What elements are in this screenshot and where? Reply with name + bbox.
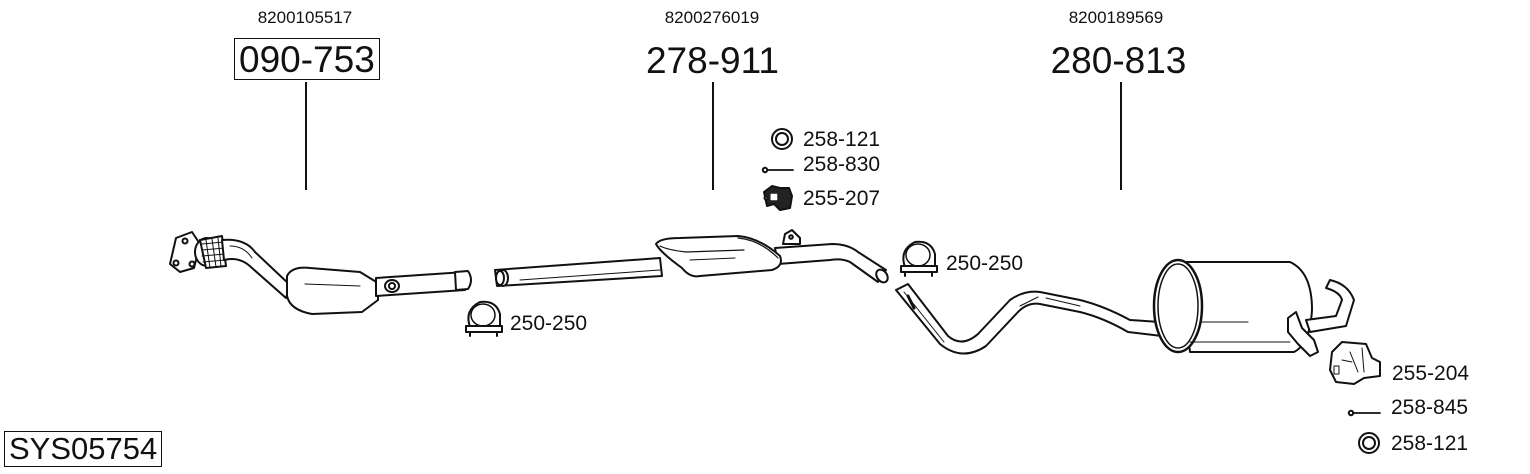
ring-gasket-icon-2[interactable]	[1358, 432, 1380, 454]
oem-number-1: 8200105517	[257, 8, 353, 27]
accessory-label-258-121-rear[interactable]: 258-121	[1391, 432, 1469, 455]
part-number-090-753[interactable]: 090-753	[234, 38, 380, 80]
system-code-label: SYS05754	[4, 431, 163, 467]
pipe-clamp-icon-2[interactable]	[900, 240, 938, 277]
mounting-bracket-icon[interactable]	[1329, 341, 1381, 385]
accessory-label-clamp-left[interactable]: 250-250	[510, 312, 588, 335]
leader-line-2	[712, 82, 714, 190]
leader-line-1	[305, 82, 307, 190]
ring-gasket-icon-1[interactable]	[771, 128, 793, 150]
oem-number-2: 8200276019	[664, 8, 760, 27]
accessory-label-255-204[interactable]: 255-204	[1392, 362, 1470, 385]
accessory-label-258-830[interactable]: 258-830	[803, 153, 881, 176]
oem-number-3: 8200189569	[1068, 8, 1164, 27]
leader-line-3	[1120, 82, 1122, 190]
rear-silencer-icon[interactable]	[895, 258, 1355, 357]
part-number-280-813[interactable]: 280-813	[1050, 40, 1187, 81]
accessory-label-clamp-right[interactable]: 250-250	[946, 252, 1024, 275]
bolt-icon-2[interactable]	[1347, 409, 1381, 417]
pipe-clamp-icon-1[interactable]	[465, 300, 503, 337]
accessory-label-255-207[interactable]: 255-207	[803, 187, 881, 210]
accessory-label-258-845[interactable]: 258-845	[1391, 396, 1469, 419]
catalytic-converter-icon[interactable]	[169, 231, 472, 315]
middle-silencer-icon[interactable]	[494, 229, 890, 287]
part-number-278-911[interactable]: 278-911	[645, 40, 780, 81]
accessory-label-258-121[interactable]: 258-121	[803, 128, 881, 151]
bolt-icon-1[interactable]	[761, 166, 794, 174]
rubber-mount-icon-1[interactable]	[763, 185, 793, 211]
